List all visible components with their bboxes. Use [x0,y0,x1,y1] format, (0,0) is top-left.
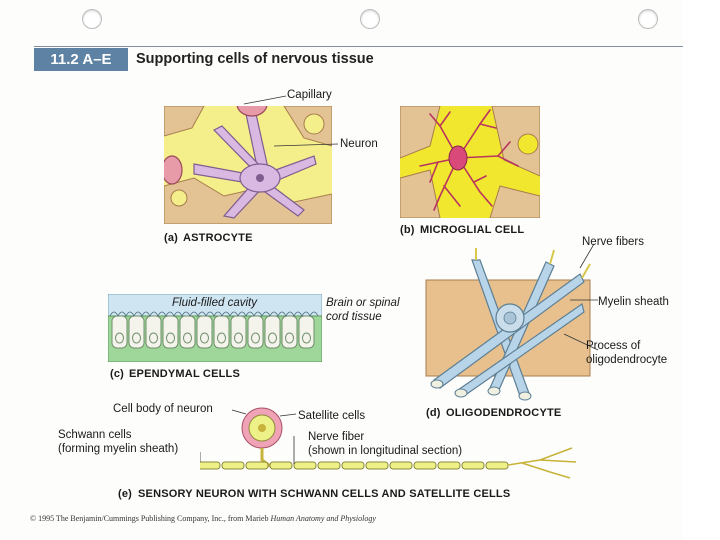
caption-ependymal: EPENDYMAL CELLS [129,367,240,381]
caption-sensory-neuron: SENSORY NEURON WITH SCHWANN CELLS AND SA… [138,487,510,501]
caption-microglia: MICROGLIAL CELL [420,223,524,237]
binder-hole-right [638,9,658,29]
label-cell-body: Cell body of neuron [113,402,213,416]
caption-astrocyte-letter: (a) [164,231,178,245]
sensory-neuron-illustration [200,400,580,480]
label-schwann-1: Schwann cells [58,428,132,442]
label-capillary: Capillary [287,88,332,102]
title-rule [34,46,683,47]
caption-microglia-letter: (b) [400,223,415,237]
label-myelin-sheath: Myelin sheath [598,295,669,309]
caption-ependymal-letter: (c) [110,367,124,381]
label-nerve-fiber-1: Nerve fiber [308,430,364,444]
copyright-text: © 1995 The Benjamin/Cummings Publishing … [30,514,269,523]
label-satellite-cells: Satellite cells [298,409,365,423]
label-nerve-fibers: Nerve fibers [582,235,644,249]
label-neuron: Neuron [340,137,378,151]
copyright-line: © 1995 The Benjamin/Cummings Publishing … [30,514,376,523]
label-fluid-cavity: Fluid-filled cavity [172,296,257,310]
oligodendrocyte-nucleus [504,312,516,324]
microglia-cell-body [449,146,467,170]
label-process-1: Process of [586,339,640,353]
sensory-endings [508,448,576,478]
caption-astrocyte: ASTROCYTE [183,231,253,245]
binder-hole-left [82,9,102,29]
binder-hole-center [360,9,380,29]
label-brain-tissue-1: Brain or spinal [326,296,400,310]
schwann-cells [200,462,508,469]
astrocyte-leader-lines [240,94,410,154]
label-brain-tissue-2: cord tissue [326,310,382,324]
astrocyte-nucleus [256,174,264,182]
page-edge [683,0,720,540]
neuron-nucleus [258,424,266,432]
figure-number: 11.2 A–E [34,48,128,71]
figure-title: Supporting cells of nervous tissue [136,49,374,69]
label-nerve-fiber-2: (shown in longitudinal section) [308,444,462,458]
microglia-illustration [400,106,540,218]
label-process-2: oligodendrocyte [586,353,667,367]
copyright-book: Human Anatomy and Physiology [271,514,376,523]
caption-sensory-letter: (e) [118,487,132,501]
label-schwann-2: (forming myelin sheath) [58,442,178,456]
